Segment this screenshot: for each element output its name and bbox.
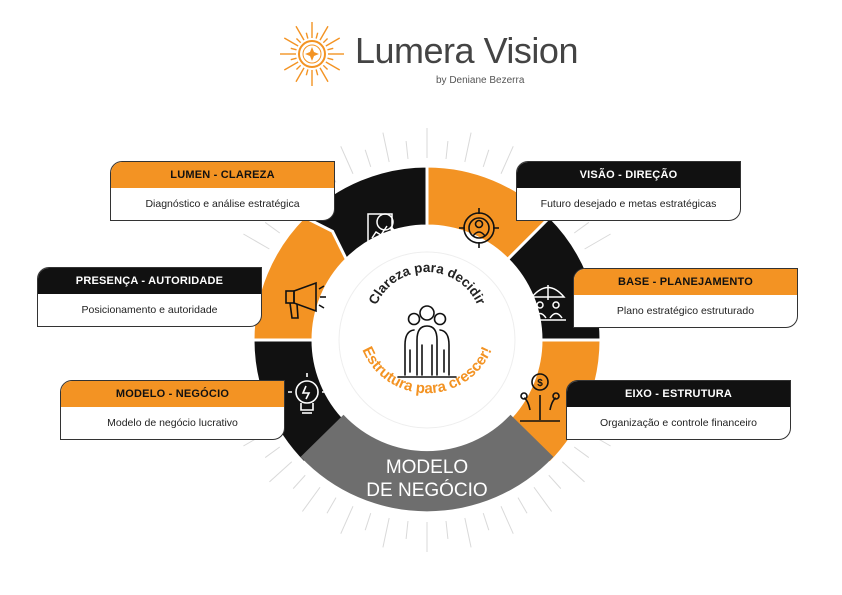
sun-star-icon: [280, 22, 344, 86]
card-description: Modelo de negócio lucrativo: [107, 417, 238, 429]
money-growth-icon: $: [520, 373, 560, 422]
card-modelo-negocio: MODELO - NEGÓCIO Modelo de negócio lucra…: [60, 380, 285, 440]
logo-subtitle: by Deniane Bezerra: [436, 75, 525, 86]
card-visao-direcao: VISÃO - DIREÇÃO Futuro desejado e metas …: [516, 161, 741, 221]
target-person-icon: [459, 208, 499, 248]
card-title: VISÃO - DIREÇÃO: [517, 162, 740, 188]
highlight-line1: MODELO: [386, 457, 468, 478]
card-title: PRESENÇA - AUTORIDADE: [38, 268, 261, 294]
svg-text:$: $: [537, 378, 543, 389]
card-description: Posicionamento e autoridade: [81, 304, 218, 316]
card-presenca-autoridade: PRESENÇA - AUTORIDADE Posicionamento e a…: [37, 267, 262, 327]
card-title: EIXO - ESTRUTURA: [567, 381, 790, 407]
highlight-segment: [300, 414, 554, 512]
card-description: Plano estratégico estruturado: [616, 305, 755, 317]
highlight-line2: DE NEGÓCIO: [366, 479, 487, 501]
card-description: Organização e controle financeiro: [599, 417, 757, 429]
card-description: Futuro desejado e metas estratégicas: [540, 198, 717, 210]
card-title: LUMEN - CLAREZA: [111, 162, 334, 188]
card-lumen-clareza: LUMEN - CLAREZA Diagnóstico e análise es…: [110, 161, 335, 221]
analytics-magnifier-icon: [364, 213, 401, 247]
card-title: MODELO - NEGÓCIO: [61, 381, 284, 407]
card-base-planejamento: BASE - PLANEJAMENTO Plano estratégico es…: [573, 268, 798, 328]
card-title: BASE - PLANEJAMENTO: [574, 269, 797, 295]
card-description: Diagnóstico e análise estratégica: [145, 198, 300, 210]
card-eixo-estrutura: EIXO - ESTRUTURA Organização e controle …: [566, 380, 791, 440]
megaphone-icon: [285, 281, 326, 319]
lightbulb-icon: [288, 373, 326, 414]
logo-title: Lumera Vision: [355, 30, 578, 71]
segment-presenca: [251, 215, 349, 342]
people-group-icon: [397, 305, 457, 378]
umbrella-people-icon: [530, 285, 566, 321]
